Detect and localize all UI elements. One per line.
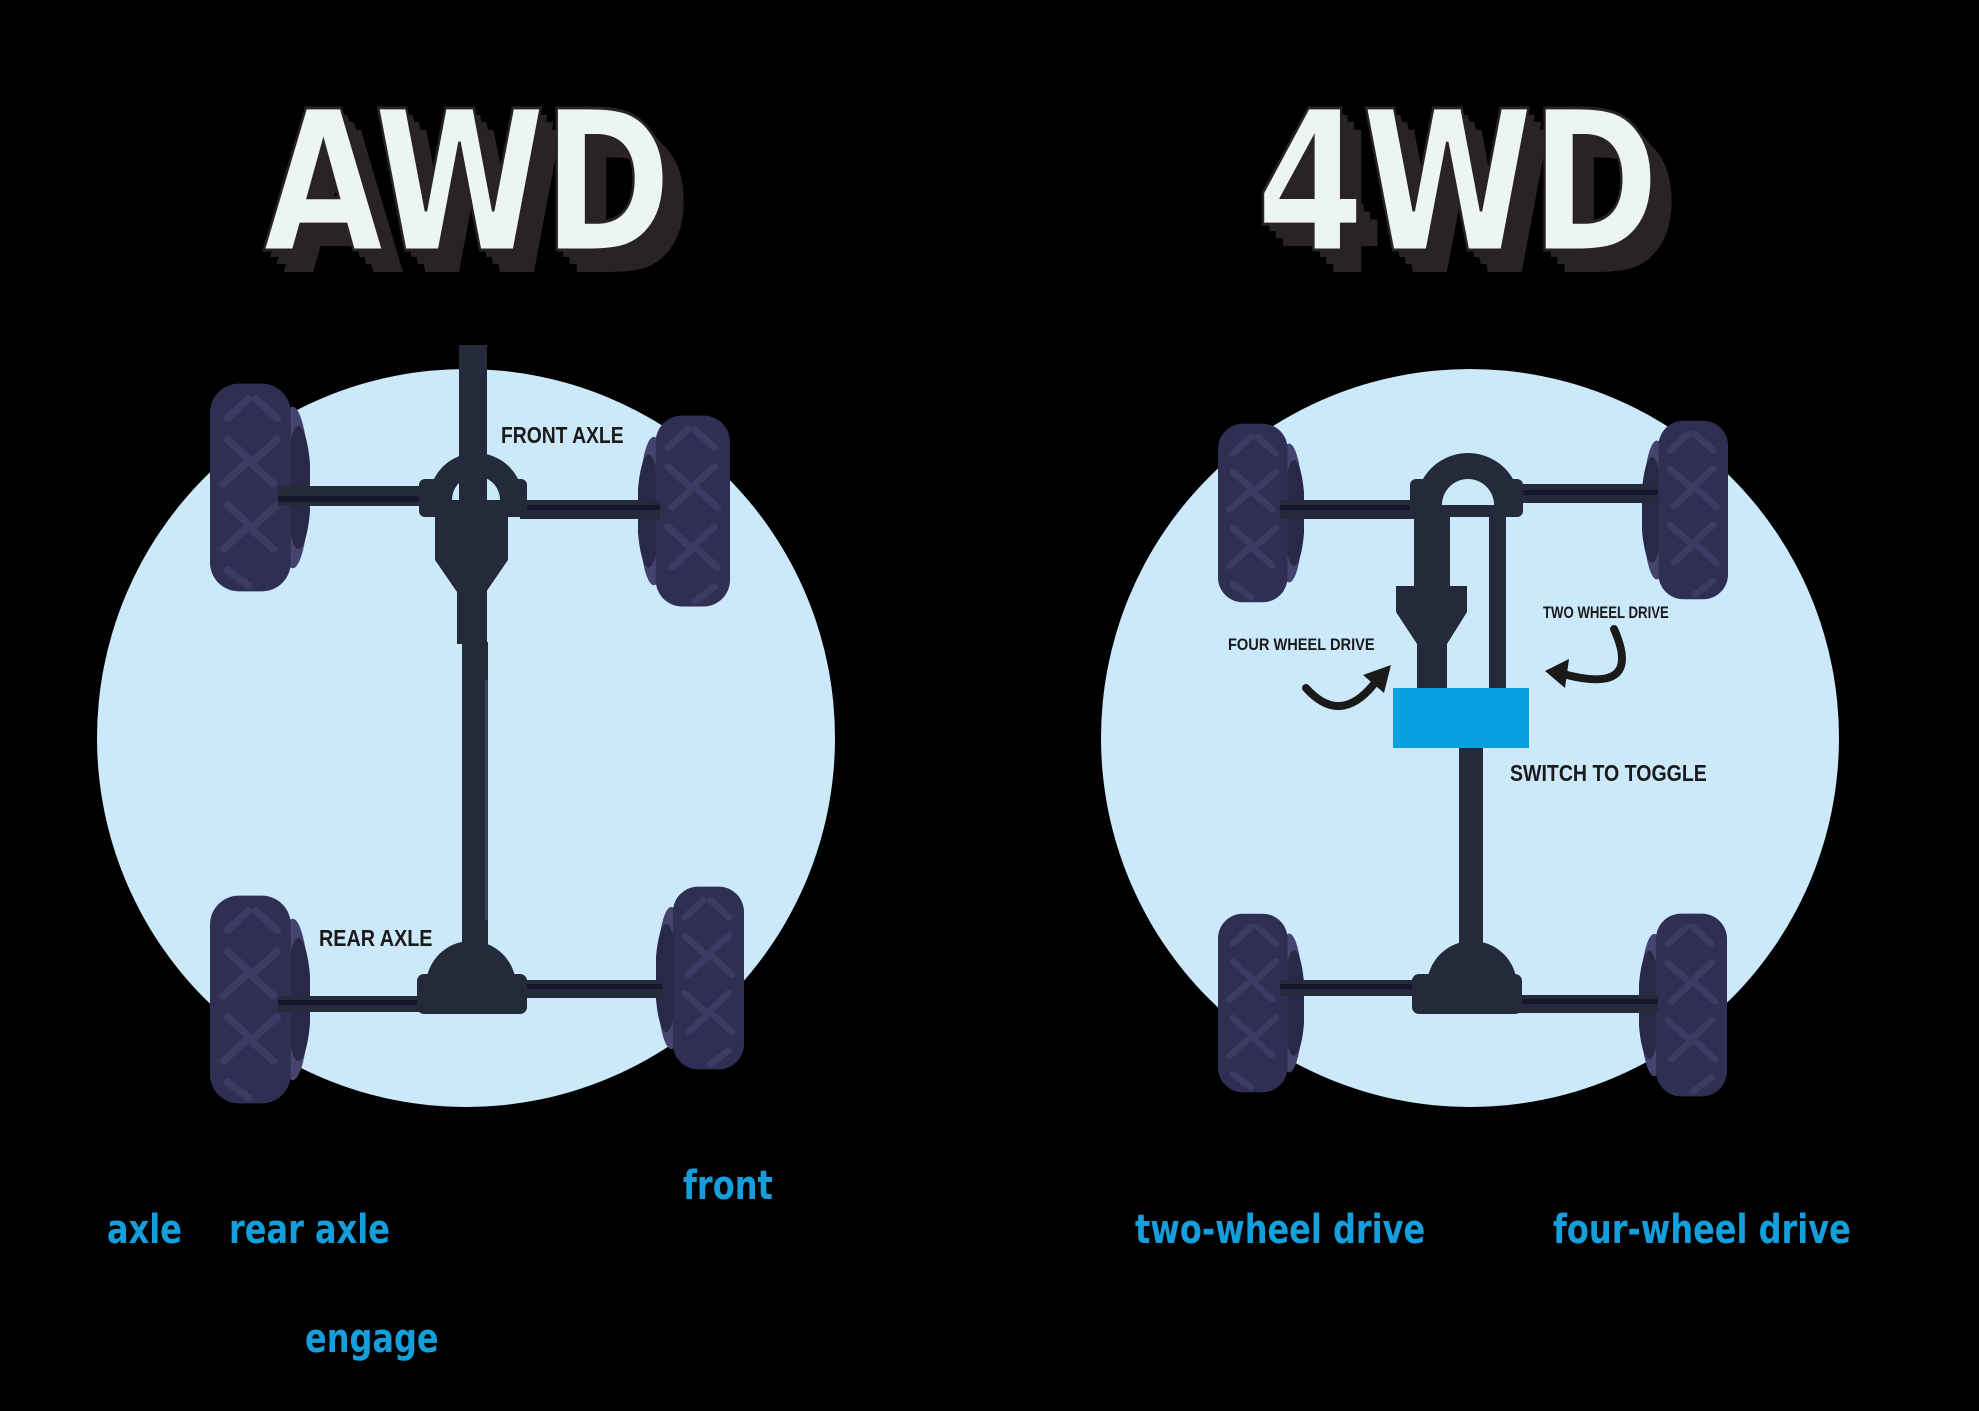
toggle-switch-box [1393, 688, 1529, 748]
two-wheel-drive-label: TWO WHEEL DRIVE [1543, 604, 1669, 623]
awd-front-output-shaft [459, 345, 487, 510]
fourwd-front-axle-shafts [1280, 484, 1658, 519]
awd-driveshaft-highlight [485, 680, 488, 920]
fourwd-front-differential [1410, 453, 1523, 517]
fourwd-driveshaft [1459, 746, 1483, 952]
fourwd-diagram: FOUR WHEEL DRIVE TWO WHEEL DRIVE SWITCH … [1101, 369, 1839, 1107]
fourwd-front-right-tire [1641, 421, 1728, 600]
fourwd-four-wheel-shaft [1396, 512, 1467, 690]
vocab-front: front [683, 1163, 773, 1209]
awd-diagram: FRONT AXLE REAR AXLE [97, 345, 835, 1107]
awd-rear-right-tire [655, 887, 744, 1070]
vocab-axle: axle [107, 1207, 182, 1253]
four-wheel-drive-label: FOUR WHEEL DRIVE [1228, 636, 1375, 654]
rear-axle-label: REAR AXLE [319, 926, 432, 952]
awd-front-axle-shafts [278, 486, 660, 519]
front-axle-label: FRONT AXLE [501, 424, 624, 449]
awd-rear-differential [417, 941, 527, 1014]
awd-front-differential [419, 345, 527, 644]
awd-driveshaft [462, 642, 488, 954]
awd-title: AWD [262, 69, 673, 296]
fourwd-rear-differential [1412, 941, 1522, 1014]
vocab-two-wheel-drive: two-wheel drive [1135, 1207, 1426, 1253]
switch-to-toggle-label: SWITCH TO TOGGLE [1510, 761, 1707, 787]
fourwd-rear-axle-shafts [1280, 980, 1658, 1013]
four-wheel-drive-arrow [1302, 665, 1391, 710]
vocab-four-wheel-drive: four-wheel drive [1553, 1207, 1851, 1253]
fourwd-title: 4WD [1255, 69, 1661, 296]
vocab-engage: engage [305, 1316, 439, 1362]
vocab-rear-axle: rear axle [229, 1207, 390, 1253]
awd-rear-axle-shafts [278, 980, 662, 1012]
two-wheel-drive-arrow [1545, 625, 1626, 688]
fourwd-rear-left-tire [1218, 914, 1305, 1093]
fourwd-two-wheel-shaft [1489, 512, 1506, 690]
